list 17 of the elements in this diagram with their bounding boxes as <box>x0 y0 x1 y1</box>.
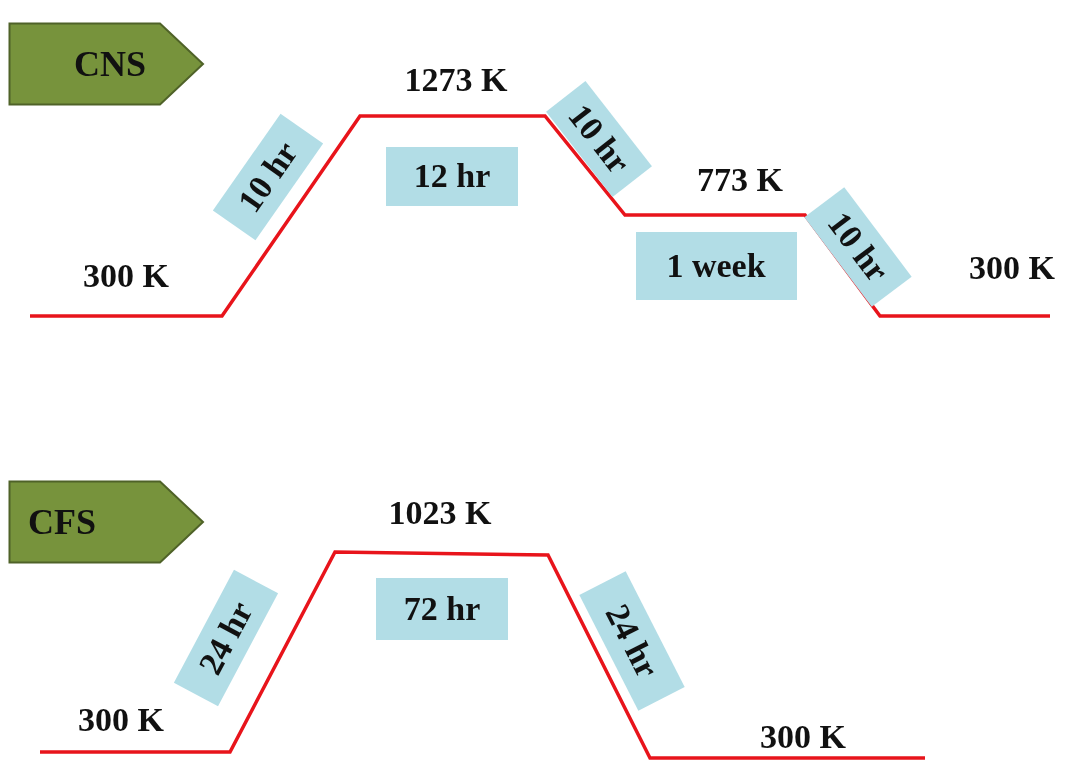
temperature-label: 773 K <box>697 161 783 199</box>
duration-box: 10 hr <box>212 113 324 241</box>
temperature-label: 300 K <box>83 257 169 295</box>
duration-box: 10 hr <box>546 81 652 197</box>
label-tag: CNS <box>8 22 205 106</box>
duration-box: 24 hr <box>173 569 279 707</box>
temperature-label: 300 K <box>760 718 846 756</box>
temperature-label: 1273 K <box>404 61 508 99</box>
temperature-label: 1023 K <box>388 494 492 532</box>
duration-box: 1 week <box>635 232 797 300</box>
duration-box: 12 hr <box>386 146 518 206</box>
temperature-label: 300 K <box>969 249 1055 287</box>
label-tag: CFS <box>8 480 205 564</box>
duration-box: 72 hr <box>376 578 508 640</box>
duration-box: 24 hr <box>579 571 685 711</box>
temperature-label: 300 K <box>78 701 164 739</box>
duration-box: 10 hr <box>804 187 912 307</box>
